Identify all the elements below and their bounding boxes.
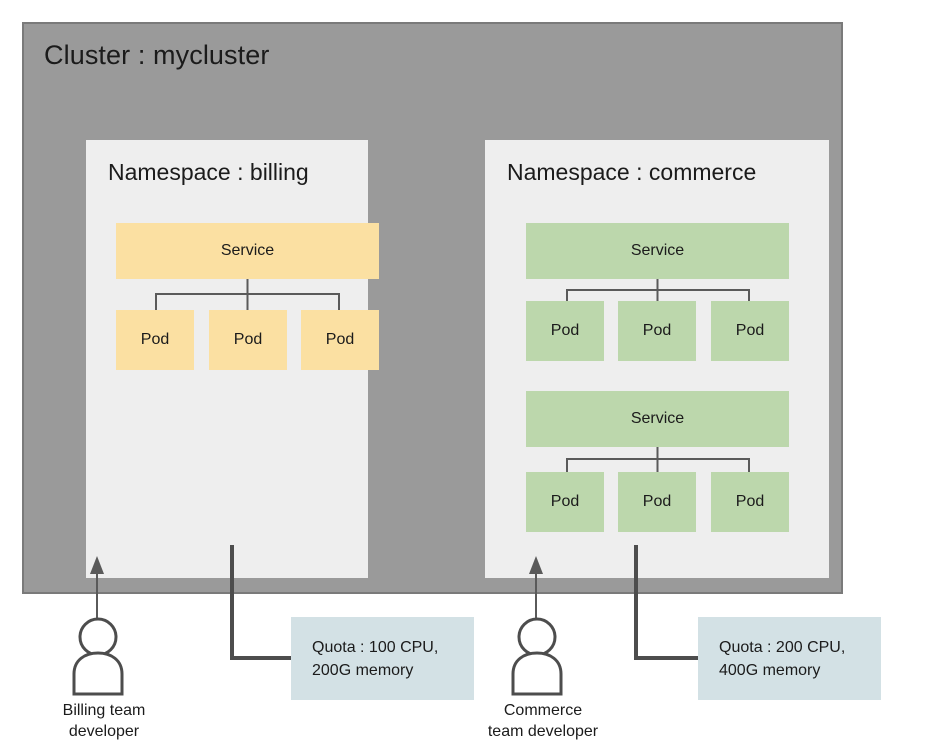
- commerce-g1-pod-3[interactable]: Pod: [711, 301, 789, 361]
- commerce-g1-pod-2[interactable]: Pod: [618, 301, 696, 361]
- billing-service-box[interactable]: Service: [116, 223, 379, 279]
- commerce-service-1-box[interactable]: Service: [526, 223, 789, 279]
- commerce-service-2-box[interactable]: Service: [526, 391, 789, 447]
- quota-commerce-line1: Quota : 200 CPU,: [719, 638, 846, 656]
- billing-pod-2[interactable]: Pod: [209, 310, 287, 370]
- namespace-commerce-title: Namespace : commerce: [507, 159, 757, 185]
- commerce-developer-figure[interactable]: [503, 616, 571, 696]
- cluster-container: Cluster : mycluster Namespace : billing …: [22, 22, 843, 594]
- commerce-developer-label: Commerce team developer: [487, 702, 599, 740]
- quota-billing[interactable]: Quota : 100 CPU, 200G memory: [291, 617, 474, 700]
- commerce-service-1-pod-connector: [526, 279, 790, 303]
- cluster-title: Cluster : mycluster: [44, 40, 270, 70]
- commerce-developer-arrow: [526, 556, 546, 622]
- commerce-service-2-pod-connector: [526, 447, 790, 473]
- quota-billing-line2: 200G memory: [312, 661, 414, 679]
- namespace-billing-title: Namespace : billing: [108, 159, 309, 185]
- person-icon: [72, 617, 124, 696]
- billing-developer-figure[interactable]: [64, 616, 132, 696]
- billing-pod-1[interactable]: Pod: [116, 310, 194, 370]
- billing-service-pod-connector: [116, 279, 380, 311]
- billing-developer-label: Billing team developer: [62, 702, 146, 740]
- commerce-g1-pod-1[interactable]: Pod: [526, 301, 604, 361]
- quota-billing-line1: Quota : 100 CPU,: [312, 638, 439, 656]
- quota-commerce[interactable]: Quota : 200 CPU, 400G memory: [698, 617, 881, 700]
- commerce-quota-connector: [632, 545, 707, 665]
- billing-quota-connector: [228, 545, 298, 665]
- person-icon: [511, 617, 563, 696]
- commerce-g2-pod-2[interactable]: Pod: [618, 472, 696, 532]
- commerce-g2-pod-3[interactable]: Pod: [711, 472, 789, 532]
- commerce-g2-pod-1[interactable]: Pod: [526, 472, 604, 532]
- billing-pod-3[interactable]: Pod: [301, 310, 379, 370]
- billing-developer-arrow: [87, 556, 107, 622]
- quota-commerce-line2: 400G memory: [719, 661, 821, 679]
